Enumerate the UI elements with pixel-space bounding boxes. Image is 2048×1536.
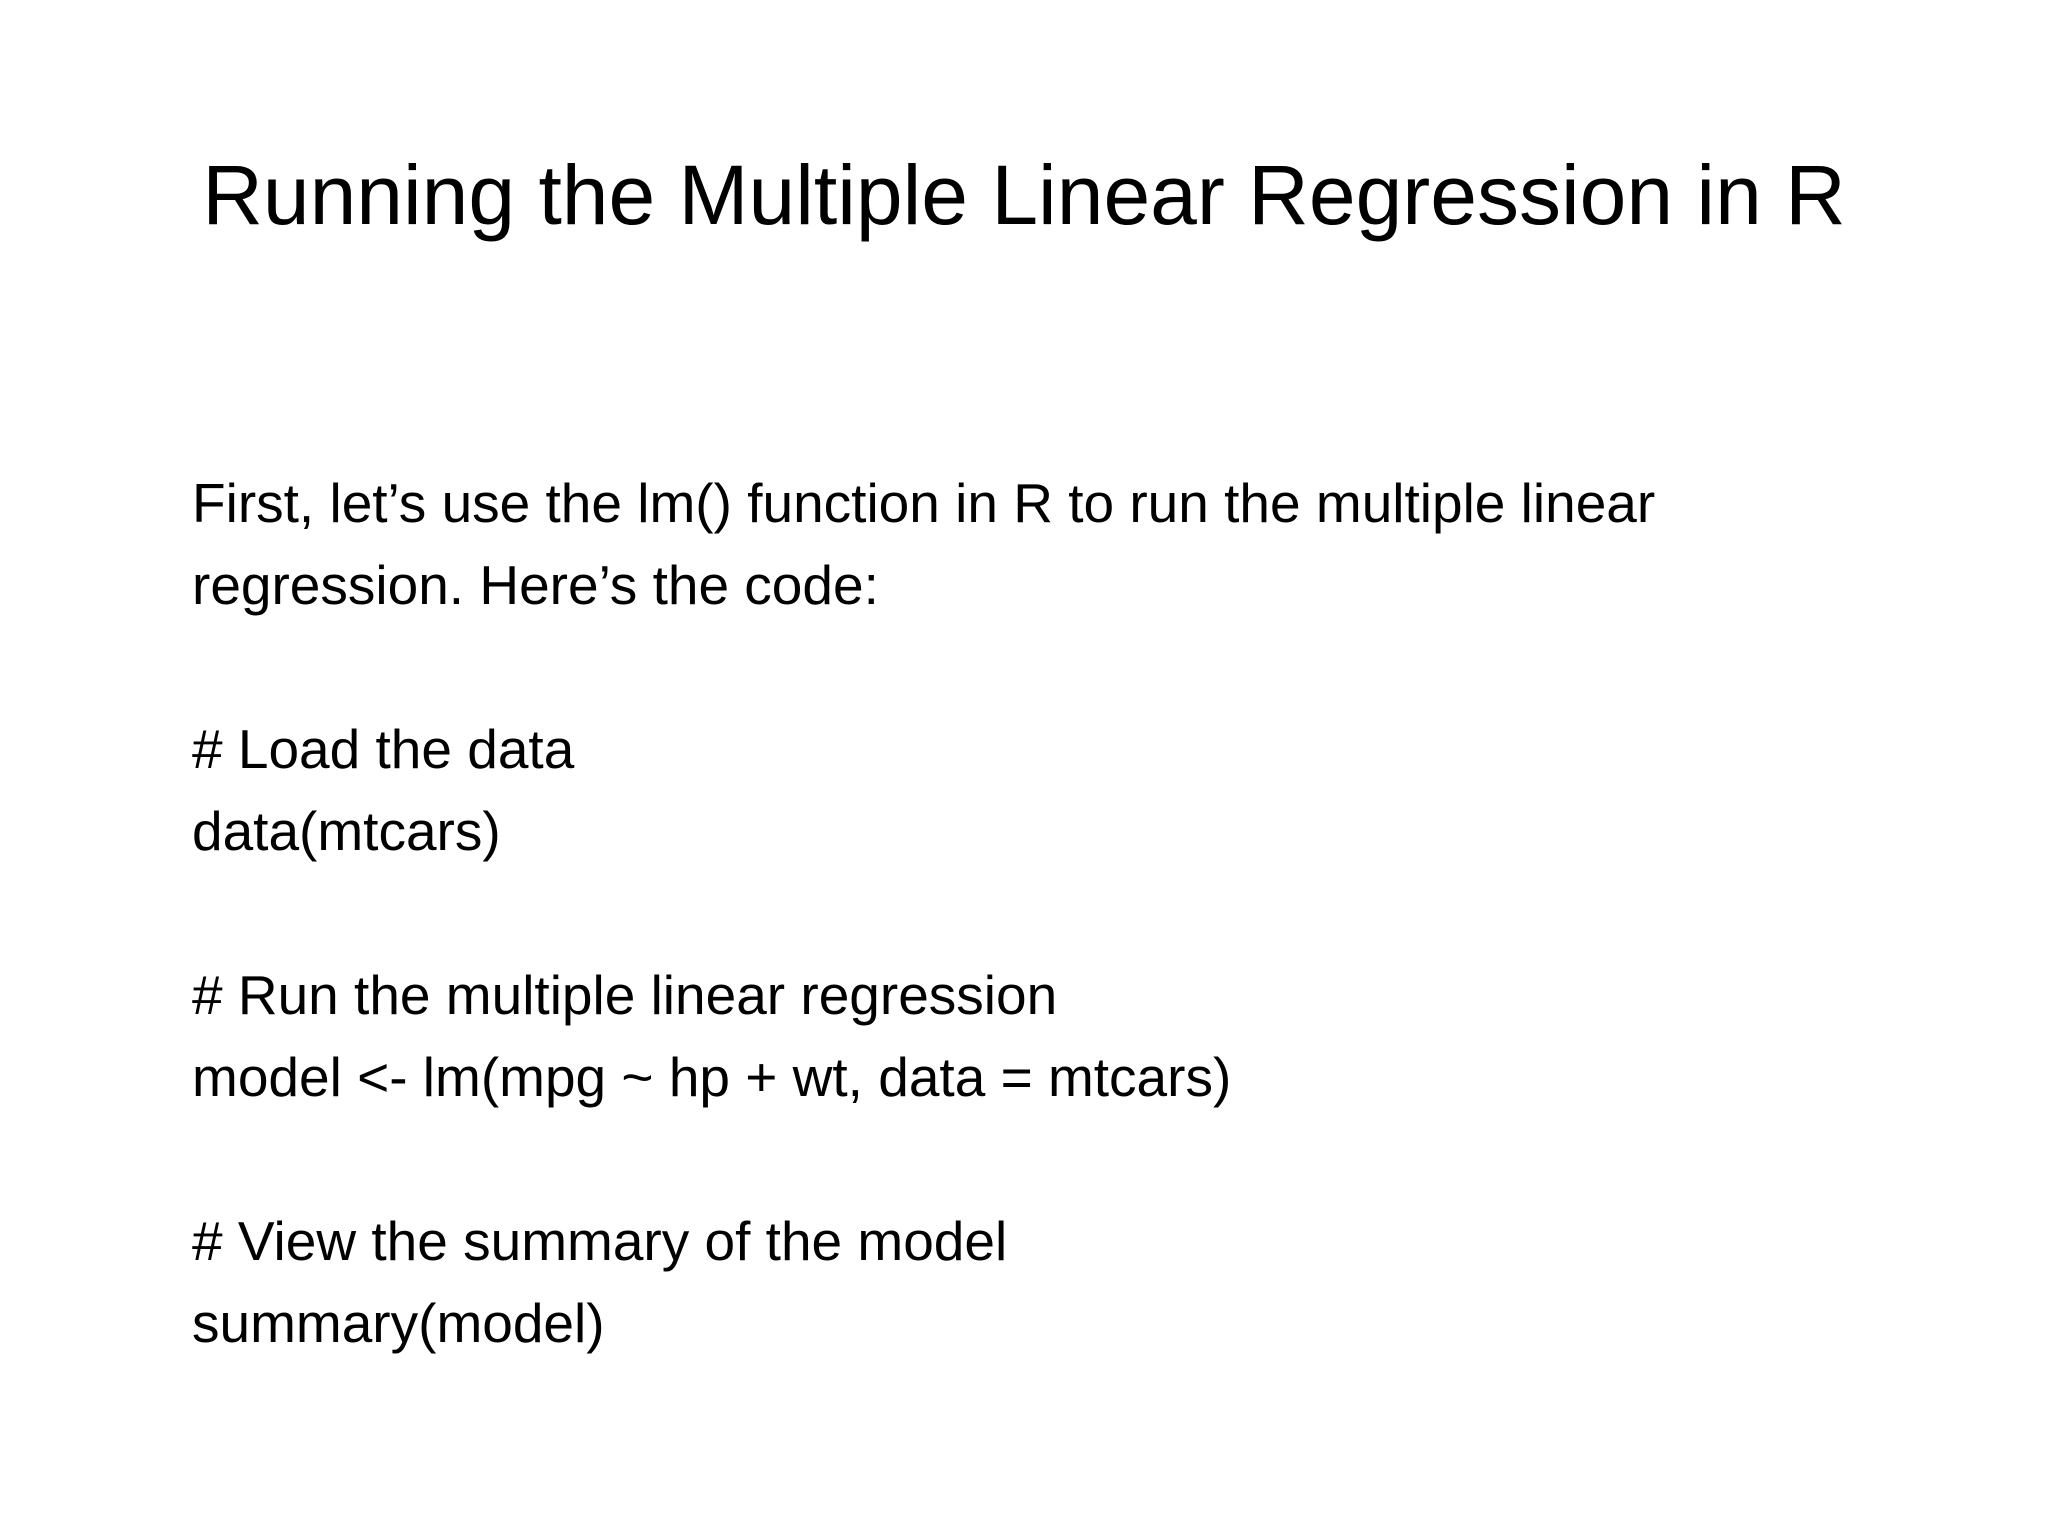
- code-line-model: model <- lm(mpg ~ hp + wt, data = mtcars…: [192, 1046, 1232, 1108]
- blank-line: [192, 1118, 1932, 1200]
- code-comment-summary: # View the summary of the model: [192, 1210, 1008, 1272]
- code-line-summary: summary(model): [192, 1292, 605, 1354]
- blank-line: [192, 626, 1932, 708]
- code-line-data: data(mtcars): [192, 800, 501, 862]
- intro-text-line-2: regression. Here’s the code:: [192, 554, 879, 616]
- code-comment-run: # Run the multiple linear regression: [192, 964, 1058, 1026]
- slide-body: First, let’s use the lm() function in R …: [192, 462, 1932, 1364]
- intro-text-line-1: First, let’s use the lm() function in R …: [192, 472, 1656, 534]
- code-comment-load: # Load the data: [192, 718, 575, 780]
- blank-line: [192, 872, 1932, 954]
- slide-title: Running the Multiple Linear Regression i…: [202, 148, 1846, 242]
